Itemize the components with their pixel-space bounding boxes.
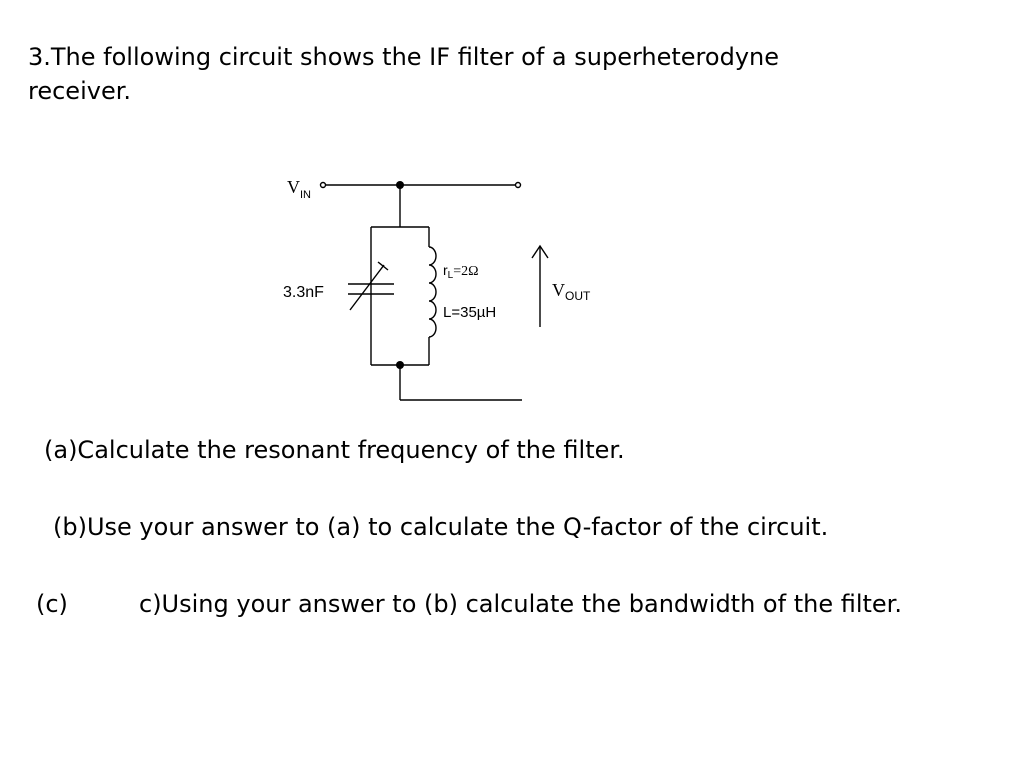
capacitor-value-label: 3.3nF <box>283 284 324 301</box>
vout-label: VOUT <box>552 280 591 303</box>
output-terminal <box>514 181 522 189</box>
bottom-junction-node <box>396 361 404 369</box>
variable-capacitor-arrow <box>349 264 385 311</box>
input-terminal <box>319 181 327 189</box>
question-b: (b)Use your answer to (a) to calculate t… <box>53 513 829 541</box>
vin-label-main: V <box>287 177 300 197</box>
if-filter-circuit-diagram: VIN 3.3nF rL=2Ω L=35µH VO <box>283 177 591 401</box>
vout-arrow-head <box>531 244 549 259</box>
problem-statement: 3.The following circuit shows the IF fil… <box>28 40 928 108</box>
variable-capacitor-arrow-head <box>377 261 389 271</box>
vout-label-main: V <box>552 280 565 300</box>
question-c-text: c)Using your answer to (b) calculate the… <box>139 590 902 618</box>
coil-resistance-sub: L <box>448 270 454 281</box>
coil-resistance-label: rL=2Ω <box>443 262 479 281</box>
coil-resistance-value: =2Ω <box>453 264 478 279</box>
vin-label-sub: IN <box>300 189 311 201</box>
problem-statement-line-1: 3.The following circuit shows the IF fil… <box>28 43 779 71</box>
question-a: (a)Calculate the resonant frequency of t… <box>44 436 625 464</box>
inductor-coil <box>428 246 437 338</box>
top-junction-node <box>396 181 404 189</box>
inductance-label: L=35µH <box>443 304 496 321</box>
vout-label-sub: OUT <box>565 289 591 303</box>
question-c: (c) c)Using your answer to (b) calculate … <box>36 587 902 621</box>
question-c-marker: (c) <box>36 590 68 618</box>
problem-statement-line-2: receiver. <box>28 77 131 105</box>
coil-resistance-main: r <box>443 262 448 278</box>
vin-label: VIN <box>287 177 311 201</box>
